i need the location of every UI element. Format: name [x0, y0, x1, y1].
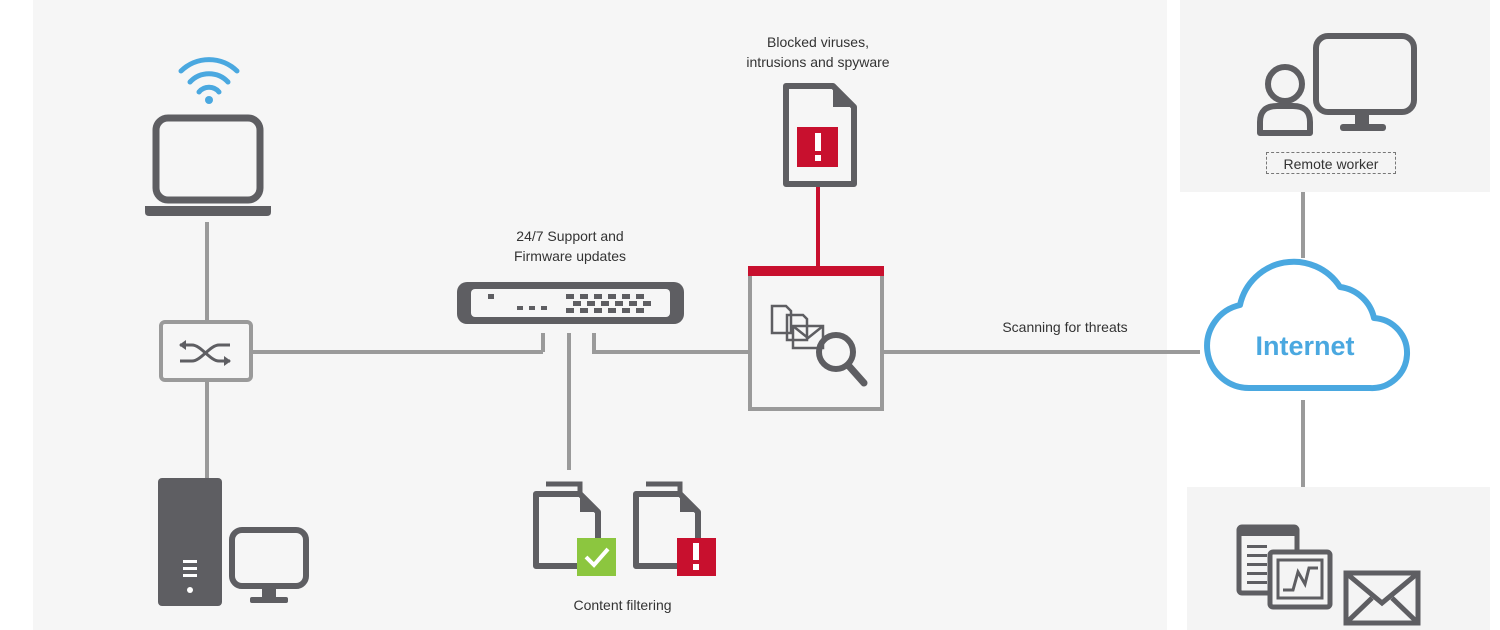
mail-scan-icon: [748, 266, 884, 411]
internet-label: Internet: [1255, 331, 1355, 361]
laptop-icon: [145, 114, 271, 216]
monitor-icon: [229, 527, 309, 603]
remote-worker-panel: [1180, 0, 1490, 192]
alert-file-icon: [783, 83, 857, 187]
connection-lines: [205, 192, 1305, 487]
remote-worker-icon: [1257, 33, 1417, 136]
file-alert-icon: [633, 481, 716, 576]
remote-worker-label: Remote worker: [1266, 152, 1396, 174]
content-filtering-label: Content filtering: [573, 597, 672, 613]
services-icon: [1236, 524, 1421, 626]
file-check-icon: [533, 481, 616, 576]
cloud-icon: [1204, 258, 1411, 392]
support-updates-label: 24/7 Support and Firmware updates: [513, 228, 627, 264]
blocked-threats-label: Blocked viruses, intrusions and spyware: [746, 34, 890, 70]
wifi-icon: [178, 57, 240, 104]
firewall-appliance-icon: [457, 282, 684, 324]
scanning-threats-label: Scanning for threats: [1002, 319, 1128, 335]
server-icon: [158, 478, 222, 606]
switch-icon: [159, 320, 253, 382]
